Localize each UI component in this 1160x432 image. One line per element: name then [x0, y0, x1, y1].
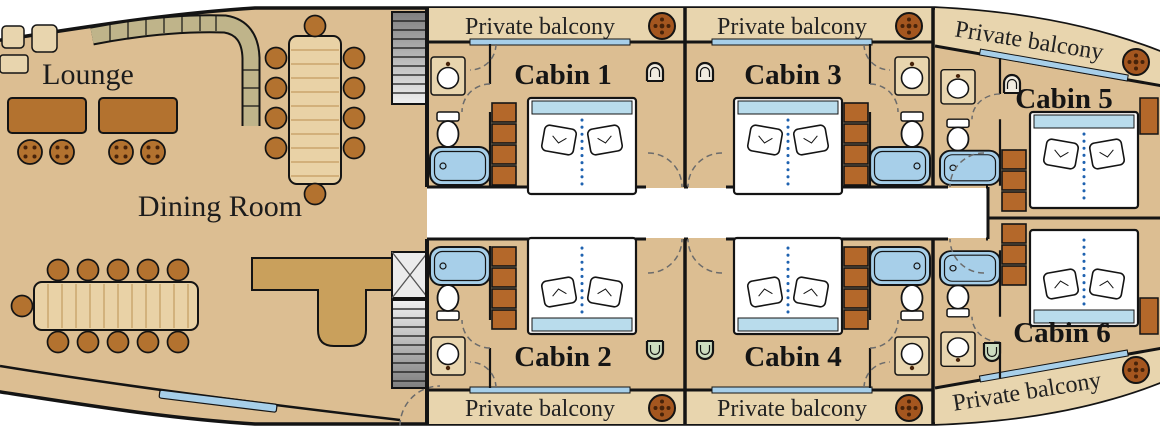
private-balcony-4: Private balcony — [717, 394, 923, 422]
balcony-strip-right-top — [935, 8, 1160, 86]
balcony-door-arc — [863, 43, 891, 71]
double-bed — [528, 98, 636, 194]
chair — [695, 339, 715, 361]
balcony-table-icon — [895, 394, 923, 422]
cabin-label: Cabin 6 — [1013, 317, 1111, 349]
walls — [425, 8, 1160, 424]
side-seat — [1, 25, 25, 49]
dining-table-small — [288, 35, 342, 185]
balcony-glass-door — [469, 386, 631, 394]
side-table — [0, 54, 29, 74]
balcony-table-icon — [648, 394, 676, 422]
balcony-table-icon — [648, 12, 676, 40]
cabin-2: Cabin 2 — [430, 238, 683, 389]
private-balcony-3: Private balcony — [717, 12, 923, 40]
balcony-door-arc — [469, 361, 497, 389]
stairs-forward — [391, 11, 429, 105]
balcony-glass-door — [711, 38, 873, 46]
balcony-table-icon — [1122, 356, 1150, 384]
cabin-label: Cabin 4 — [744, 341, 842, 373]
deck-window — [158, 389, 278, 413]
double-bed — [528, 238, 636, 334]
cabin-4: Cabin 4 — [687, 238, 930, 389]
cabin-label: Cabin 3 — [744, 59, 842, 91]
nightstand — [1139, 297, 1159, 335]
balcony-glass-door — [978, 349, 1129, 383]
cabin-6: Cabin 6 — [940, 223, 1159, 378]
corridor — [427, 188, 988, 238]
balcony-glass-door — [711, 386, 873, 394]
lounge-stool — [49, 139, 75, 165]
dining-room-label: Dining Room — [138, 190, 302, 223]
aft-door-arc — [399, 385, 441, 427]
balcony-glass-door — [469, 38, 631, 46]
balcony-door-arc — [863, 361, 891, 389]
dining-table-long — [33, 281, 199, 331]
cabin-5: Cabin 5 — [940, 58, 1159, 212]
balcony-glass-door — [978, 48, 1129, 82]
balcony-table-icon — [895, 12, 923, 40]
balcony-label: Private balcony — [465, 396, 615, 422]
balcony-strips — [427, 8, 1160, 424]
lounge-label: Lounge — [42, 58, 134, 91]
balcony-strip-top — [427, 8, 933, 42]
curved-sofa — [90, 14, 261, 126]
door-arc — [949, 238, 985, 274]
door-arc — [949, 152, 985, 188]
double-bed — [1030, 230, 1138, 326]
balcony-strip-right-bottom — [935, 348, 1160, 424]
balcony-glass-doors — [469, 38, 1129, 394]
cabin-label: Cabin 5 — [1015, 83, 1113, 115]
chair — [982, 341, 1002, 363]
side-seat — [31, 24, 58, 53]
lounge-stool — [108, 139, 134, 165]
balcony-strip-bottom — [427, 390, 933, 424]
lounge-stool — [140, 139, 166, 165]
chair — [645, 339, 665, 361]
cabin-label: Cabin 1 — [514, 59, 612, 91]
balcony-label: Private balcony — [717, 14, 867, 40]
private-balcony-1: Private balcony — [465, 12, 676, 40]
chair — [645, 61, 665, 83]
lounge-table — [7, 97, 87, 134]
balcony-label: Private balcony — [465, 14, 615, 40]
cabin-1: Cabin 1 — [430, 43, 683, 194]
private-balcony-2: Private balcony — [465, 394, 676, 422]
dining-area: Dining Room — [0, 14, 441, 427]
nightstand — [1139, 97, 1159, 135]
lounge-stool — [17, 139, 43, 165]
lounge-area: Lounge — [0, 14, 261, 165]
balcony-table-icon — [1122, 48, 1150, 76]
wardrobe — [1001, 223, 1027, 286]
stairs-aft — [391, 299, 429, 389]
cabin-3: Cabin 3 — [687, 43, 930, 194]
lounge-table — [98, 97, 178, 134]
chair — [695, 61, 715, 83]
cabin-label: Cabin 2 — [514, 341, 612, 373]
door-arc — [687, 238, 723, 274]
door-arc — [687, 152, 723, 188]
service-shaft — [391, 251, 429, 299]
door-arc — [647, 238, 683, 274]
double-bed — [734, 98, 842, 194]
balcony-door-arc — [469, 43, 497, 71]
balcony-label: Private balcony — [717, 396, 867, 422]
bar-counter — [251, 257, 393, 347]
double-bed — [1030, 112, 1138, 208]
door-arc — [647, 152, 683, 188]
double-bed — [734, 238, 842, 334]
wardrobe — [1001, 149, 1027, 212]
